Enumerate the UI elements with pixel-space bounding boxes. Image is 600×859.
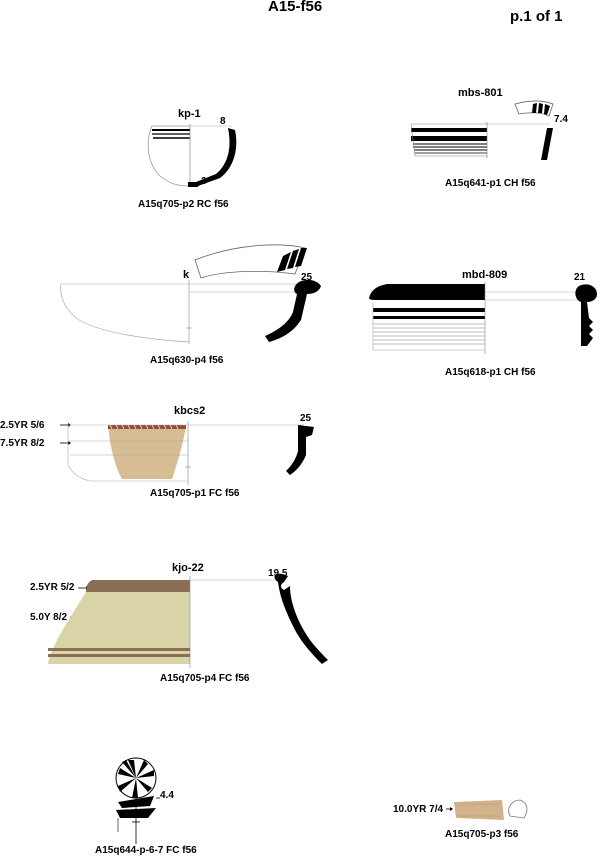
page-number: p.1 of 1 bbox=[510, 8, 563, 25]
diameter-label: 25 bbox=[300, 413, 312, 424]
sherd-drawing-kp-1 bbox=[147, 124, 237, 187]
sherd-code: mbd-809 bbox=[462, 269, 508, 281]
sherd-caption: A15q705-p4 FC f56 bbox=[160, 673, 250, 684]
color-code-label: 10.0YR 7/4 bbox=[393, 804, 444, 815]
sherd-code: kbcs2 bbox=[174, 405, 206, 417]
diameter-label: 19.5 bbox=[268, 568, 288, 579]
sherd-code: mbs-801 bbox=[458, 87, 503, 99]
sherd-caption: A15q630-p4 f56 bbox=[150, 355, 224, 366]
sherd-caption: A15q705-p3 f56 bbox=[445, 829, 519, 840]
sherd-caption: A15q705-p1 FC f56 bbox=[150, 488, 240, 499]
diameter-label: 7.4 bbox=[554, 114, 568, 125]
sherd-drawing-k bbox=[60, 244, 321, 344]
color-code-label: 7.5YR 8/2 bbox=[0, 438, 45, 449]
sherd-drawing-fragment bbox=[446, 799, 528, 820]
sherd-caption: A15q644-p-6-7 FC f56 bbox=[95, 845, 197, 856]
sherd-caption: A15q641-p1 CH f56 bbox=[445, 178, 536, 189]
sherd-drawing-mbd-809 bbox=[369, 282, 597, 354]
color-code-label: 5.0Y 8/2 bbox=[30, 612, 68, 623]
sherd-code: kjo-22 bbox=[172, 562, 204, 574]
sherd-caption: A15q618-p1 CH f56 bbox=[445, 367, 536, 378]
diameter-label: 8 bbox=[220, 116, 226, 127]
diameter-label: 25 bbox=[301, 272, 313, 283]
diameter-label: 21 bbox=[574, 272, 586, 283]
sherd-code: k bbox=[183, 269, 190, 281]
page-title: A15-f56 bbox=[268, 0, 323, 15]
sherd-drawing-mbs-801 bbox=[410, 100, 554, 160]
diameter-label: 4.4 bbox=[160, 790, 174, 801]
sherd-drawing-kbcs2 bbox=[60, 421, 314, 485]
sherd-caption: A15q705-p2 RC f56 bbox=[138, 199, 229, 210]
sherd-code: kp-1 bbox=[178, 108, 201, 120]
color-code-label: 2.5YR 5/6 bbox=[0, 420, 45, 431]
sherd-drawing-rosette bbox=[115, 757, 160, 844]
sherd-drawing-kjo-22 bbox=[48, 573, 328, 668]
color-code-label: 2.5YR 5/2 bbox=[30, 582, 75, 593]
